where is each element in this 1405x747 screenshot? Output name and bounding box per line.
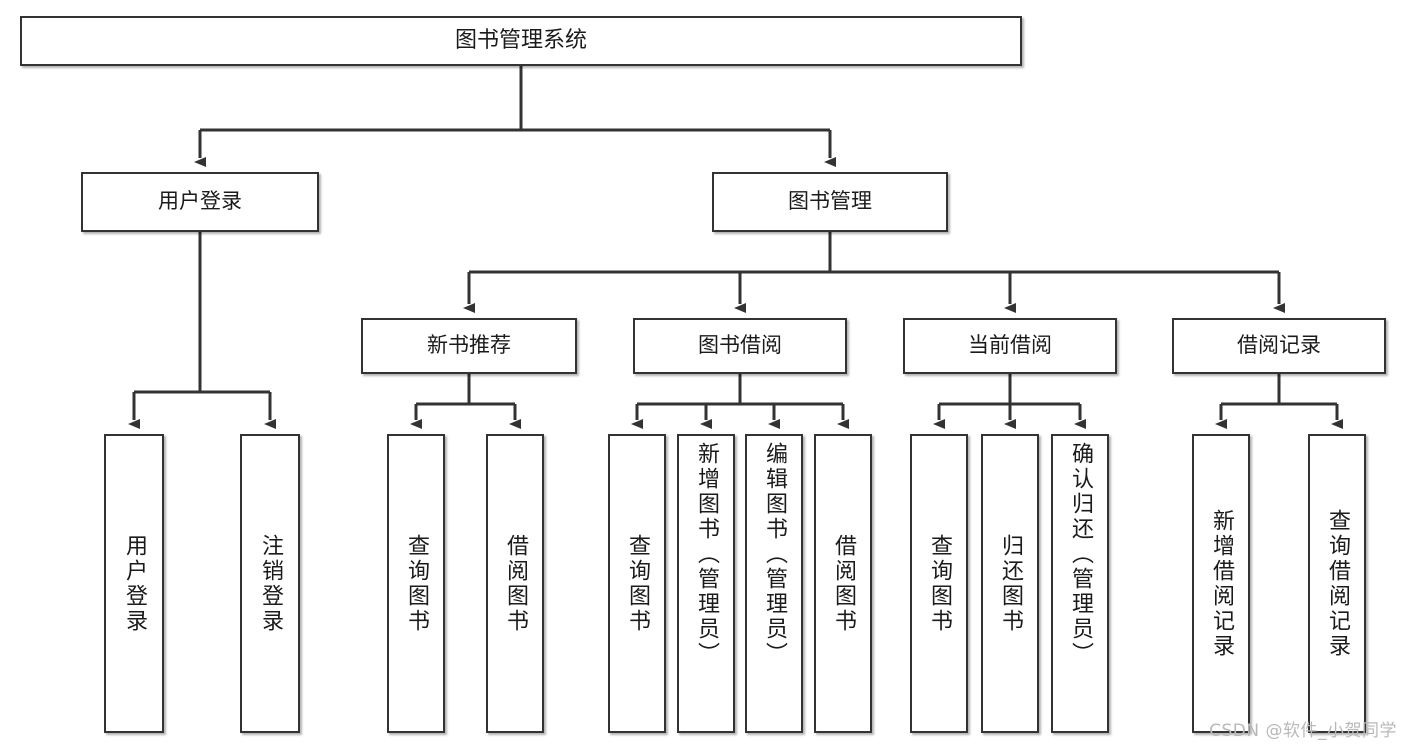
node-leaf-query-record-label: 查询借阅记录 bbox=[1325, 508, 1350, 659]
node-leaf-query-record[interactable]: 查询借阅记录 bbox=[1308, 434, 1366, 733]
node-current-borrow[interactable]: 当前借阅 bbox=[903, 318, 1117, 374]
node-book-manage-label: 图书管理 bbox=[788, 189, 872, 214]
node-leaf-borrow-book-1-label: 借阅图书 bbox=[503, 533, 528, 634]
node-leaf-query-book-3-label: 查询图书 bbox=[927, 533, 952, 634]
node-leaf-return-book-label: 归还图书 bbox=[998, 533, 1023, 634]
node-leaf-edit-book-label: 编辑图书（管理员） bbox=[762, 442, 787, 667]
node-leaf-borrow-book-1[interactable]: 借阅图书 bbox=[486, 434, 544, 733]
node-leaf-user-login[interactable]: 用户登录 bbox=[104, 434, 164, 733]
connector-group-current-borrow bbox=[933, 374, 1086, 429]
node-leaf-logout[interactable]: 注销登录 bbox=[240, 434, 300, 733]
node-leaf-confirm-return-label: 确认归还（管理员） bbox=[1068, 442, 1093, 667]
connector-group-book-borrow bbox=[631, 374, 849, 429]
node-book-borrow-label: 图书借阅 bbox=[698, 333, 782, 358]
node-user-login[interactable]: 用户登录 bbox=[81, 172, 319, 232]
node-leaf-query-book-2-label: 查询图书 bbox=[625, 533, 650, 634]
node-user-login-label: 用户登录 bbox=[158, 189, 242, 214]
node-leaf-query-book-3[interactable]: 查询图书 bbox=[910, 434, 968, 733]
node-leaf-user-login-label: 用户登录 bbox=[122, 533, 147, 634]
node-leaf-borrow-book-2-label: 借阅图书 bbox=[831, 533, 856, 634]
node-leaf-logout-label: 注销登录 bbox=[258, 533, 283, 634]
node-leaf-add-record-label: 新增借阅记录 bbox=[1209, 508, 1234, 659]
node-leaf-edit-book[interactable]: 编辑图书（管理员） bbox=[745, 434, 803, 733]
node-leaf-confirm-return[interactable]: 确认归还（管理员） bbox=[1051, 434, 1109, 733]
node-leaf-add-book[interactable]: 新增图书（管理员） bbox=[677, 434, 735, 733]
connector-group-new-book-recommend bbox=[410, 374, 521, 429]
node-root-system[interactable]: 图书管理系统 bbox=[20, 16, 1022, 66]
node-leaf-query-book-1[interactable]: 查询图书 bbox=[387, 434, 445, 733]
node-book-borrow[interactable]: 图书借阅 bbox=[633, 318, 847, 374]
node-borrow-record[interactable]: 借阅记录 bbox=[1172, 318, 1386, 374]
node-leaf-borrow-book-2[interactable]: 借阅图书 bbox=[814, 434, 872, 733]
node-leaf-query-book-2[interactable]: 查询图书 bbox=[608, 434, 666, 733]
connector-group-borrow-record bbox=[1215, 374, 1343, 429]
node-leaf-add-book-label: 新增图书（管理员） bbox=[694, 442, 719, 667]
connector-group-book-manage bbox=[463, 232, 1285, 313]
node-current-borrow-label: 当前借阅 bbox=[968, 333, 1052, 358]
node-new-book-recommend-label: 新书推荐 bbox=[427, 333, 511, 358]
node-root-label: 图书管理系统 bbox=[454, 27, 587, 53]
node-borrow-record-label: 借阅记录 bbox=[1237, 333, 1321, 358]
connector-group-user-login bbox=[128, 232, 276, 429]
node-book-manage[interactable]: 图书管理 bbox=[712, 172, 948, 232]
node-leaf-add-record[interactable]: 新增借阅记录 bbox=[1192, 434, 1250, 733]
node-new-book-recommend[interactable]: 新书推荐 bbox=[361, 318, 577, 374]
connector-group-root bbox=[194, 66, 836, 167]
node-leaf-query-book-1-label: 查询图书 bbox=[404, 533, 429, 634]
node-leaf-return-book[interactable]: 归还图书 bbox=[981, 434, 1039, 733]
